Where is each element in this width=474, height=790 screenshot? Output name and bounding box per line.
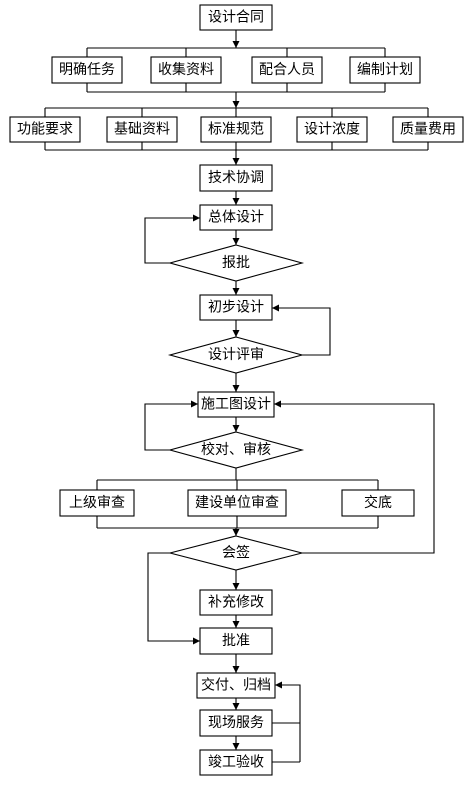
node-box <box>187 489 287 517</box>
reviews-group: 上级审查 建设单位审查 交底 <box>59 489 415 517</box>
decision-label: 校对、审核 <box>201 441 271 458</box>
node-label: 交付、归档 <box>201 677 271 694</box>
node-overall-design: 总体设计 <box>199 204 273 231</box>
node-label: 现场服务 <box>208 715 264 731</box>
node-label: 收集资料 <box>158 61 214 78</box>
node-delivery-and-archiving: 交付、归档 <box>196 672 276 699</box>
node-box <box>59 489 135 517</box>
node-box <box>106 116 178 143</box>
node-box <box>341 489 415 517</box>
node-label: 施工图设计 <box>201 397 271 413</box>
node-label: 设计合同 <box>208 10 264 26</box>
node-label: 质量费用 <box>400 122 456 138</box>
node-label: 竣工验收 <box>208 755 264 771</box>
node-input-4: 质量费用 <box>392 116 464 143</box>
node-review-1: 建设单位审查 <box>187 489 287 517</box>
node-box <box>199 589 273 616</box>
node-box <box>199 4 273 31</box>
node-approval: 批准 <box>199 627 273 655</box>
node-label: 明确任务 <box>59 62 115 78</box>
node-label: 基础资料 <box>114 121 170 138</box>
node-supplementary-revision: 补充修改 <box>199 589 273 616</box>
node-box <box>150 56 222 84</box>
decision-label: 报批 <box>222 255 250 271</box>
node-box <box>197 391 275 418</box>
node-input-3: 设计浓度 <box>296 116 368 143</box>
node-preliminary-design: 初步设计 <box>199 294 273 321</box>
node-site-service: 现场服务 <box>199 709 273 737</box>
node-label: 上级审查 <box>69 495 125 511</box>
node-preparation-1: 收集资料 <box>150 56 222 84</box>
decision-label: 会签 <box>222 544 250 561</box>
loop-submit-back-to-overall <box>144 214 200 264</box>
decision-submit-for-approval: 报批 <box>167 244 305 282</box>
node-input-2: 标准规范 <box>200 116 272 143</box>
node-completion-acceptance: 竣工验收 <box>199 749 273 776</box>
decision-design-review: 设计评审 <box>167 336 305 374</box>
node-label: 设计浓度 <box>304 122 360 138</box>
node-box <box>392 116 464 143</box>
node-box <box>199 709 273 737</box>
node-label: 配合人员 <box>259 62 315 78</box>
decision-countersign: 会签 <box>169 535 303 571</box>
loop-feedback-to-delivery <box>275 681 301 762</box>
node-construction-drawing-design: 施工图设计 <box>197 391 275 418</box>
node-label: 总体设计 <box>208 210 264 226</box>
node-box <box>296 116 368 143</box>
node-input-1: 基础资料 <box>106 116 178 143</box>
node-preparation-3: 编制计划 <box>349 56 421 84</box>
decision-diamond <box>167 431 305 469</box>
node-label: 功能要求 <box>17 122 73 138</box>
node-box <box>9 116 81 143</box>
connectors <box>44 30 435 763</box>
node-box <box>196 672 276 699</box>
node-box <box>251 56 323 84</box>
loop-audit-back-to-construction <box>144 400 198 451</box>
decision-proofread-and-audit: 校对、审核 <box>167 431 305 469</box>
node-technical-coordination: 技术协调 <box>199 164 273 192</box>
node-box <box>200 116 272 143</box>
node-label: 补充修改 <box>208 595 264 611</box>
node-box <box>199 204 273 231</box>
node-label: 标准规范 <box>208 121 264 138</box>
node-label: 建设单位审查 <box>195 495 279 511</box>
node-label: 批准 <box>222 633 250 649</box>
node-box <box>199 164 273 192</box>
node-label: 交底 <box>364 494 392 511</box>
node-review-2: 交底 <box>341 489 415 517</box>
inputs-group: 功能要求 基础资料 标准规范 设计浓度 质量费用 <box>9 116 464 143</box>
node-box <box>349 56 421 84</box>
node-label: 初步设计 <box>208 299 264 316</box>
loop-review-back-to-preliminary <box>272 304 331 356</box>
decision-label: 设计评审 <box>208 347 264 363</box>
preparation-group: 明确任务 收集资料 配合人员 编制计划 <box>51 56 421 84</box>
node-design-contract: 设计合同 <box>199 4 273 31</box>
loop-countersign-back-to-construction <box>274 400 435 554</box>
node-box <box>199 627 273 655</box>
node-box <box>199 749 273 776</box>
decision-diamond <box>167 336 305 374</box>
node-label: 技术协调 <box>208 170 264 186</box>
decision-diamond <box>169 535 303 571</box>
decision-diamond <box>167 244 305 282</box>
node-review-0: 上级审查 <box>59 489 135 517</box>
node-box <box>51 56 123 84</box>
node-preparation-0: 明确任务 <box>51 56 123 84</box>
node-box <box>199 294 273 321</box>
node-preparation-2: 配合人员 <box>251 56 323 84</box>
bypass-countersign-to-approval <box>147 552 200 645</box>
node-input-0: 功能要求 <box>9 116 81 143</box>
node-label: 编制计划 <box>357 62 413 78</box>
